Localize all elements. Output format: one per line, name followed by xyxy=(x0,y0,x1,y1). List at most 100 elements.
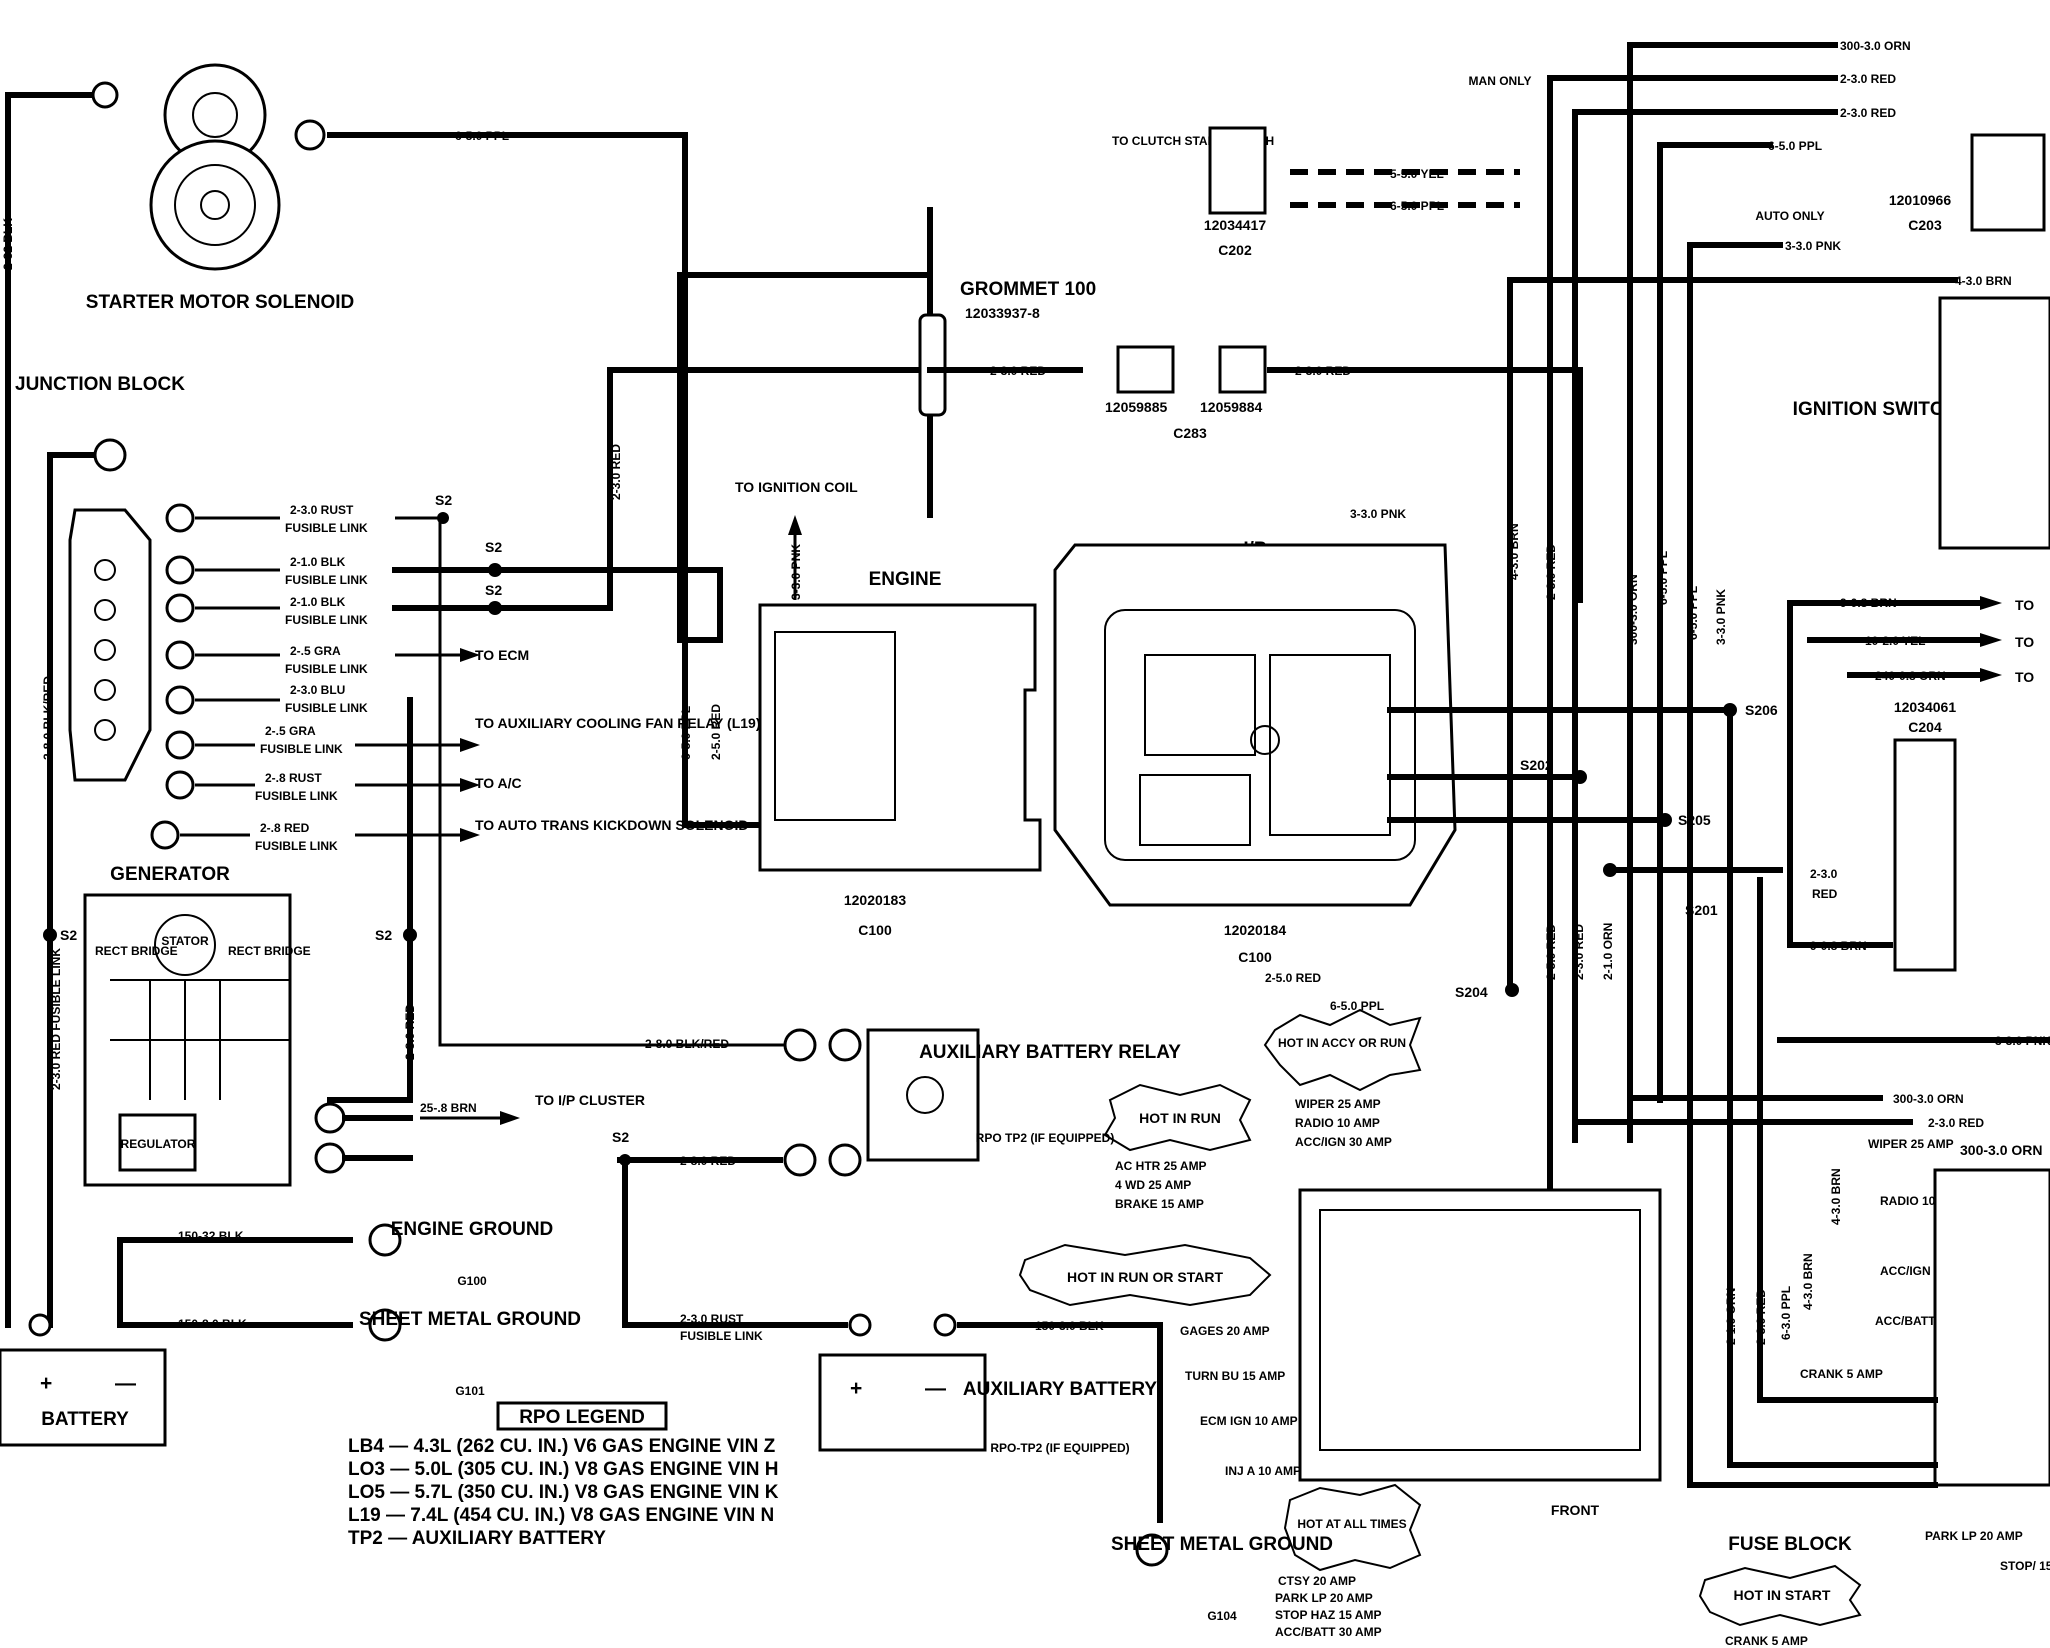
splice-label: S2 xyxy=(375,927,392,943)
connector-c204 xyxy=(1893,738,1957,972)
hot-label: HOT IN RUN xyxy=(1139,1110,1221,1126)
wire-label: 6-5.0 PPL xyxy=(1330,999,1384,1013)
wire-label: 4-3.0 BRN xyxy=(1829,1168,1843,1225)
hot-all-times-burst: HOT AT ALL TIMES xyxy=(1283,1483,1422,1572)
fuse-label: STOP/ 15 AM xyxy=(2000,1559,2050,1573)
destination-label: TO IGNITION COIL xyxy=(735,479,858,495)
svg-text:+: + xyxy=(850,1377,862,1400)
wire-label: 150-8.0 BLK xyxy=(178,1317,247,1331)
wire-label: FUSIBLE LINK xyxy=(285,662,368,676)
ground-id: G101 xyxy=(455,1384,485,1398)
wire-label: 300-3.0 ORN xyxy=(1893,1092,1964,1106)
connector-part: 12020183 xyxy=(844,892,907,908)
wire-label: 2-3.0 BLU xyxy=(290,683,345,697)
svg-text:—: — xyxy=(925,1377,946,1400)
wire-label: 300-3.0 ORN xyxy=(1840,39,1911,53)
splice-label: S202 xyxy=(1520,757,1553,773)
fuse-labels: WIPER 25 AMP RADIO 10 AMP ACC/IGN 30 AMP… xyxy=(1115,1097,2050,1648)
connector-label: C203 xyxy=(1908,217,1942,233)
fuse-block-right xyxy=(1933,1168,2050,1487)
engine-ground-label: ENGINE GROUND xyxy=(391,1219,554,1240)
splice-label: S206 xyxy=(1745,702,1778,718)
splice-label: S2 xyxy=(60,927,77,943)
grommet-label: GROMMET 100 xyxy=(960,279,1096,300)
junction-block xyxy=(68,508,152,782)
fuse-label: WIPER 25 AMP xyxy=(1295,1097,1381,1111)
wire-label: 2-8.0 RED xyxy=(680,1154,736,1168)
wire-label: 9-0.8 BRN xyxy=(1840,596,1897,610)
splice-label: S2 xyxy=(485,582,502,598)
splice-label: S205 xyxy=(1678,812,1711,828)
fuse-label: ACC/IGN 30 AMP xyxy=(1295,1135,1392,1149)
fuse-label: INJ A 10 AMP xyxy=(1225,1464,1301,1478)
connector-label: C202 xyxy=(1218,242,1252,258)
wire-label: 2-1.0 BLK xyxy=(290,555,346,569)
wire-label: FUSIBLE LINK xyxy=(255,839,338,853)
wire-label: 2-8.0 RED xyxy=(403,1004,417,1060)
svg-text:+: + xyxy=(40,1372,52,1395)
hot-label: HOT IN RUN OR START xyxy=(1067,1269,1224,1285)
fuse-label: GAGES 20 AMP xyxy=(1180,1324,1270,1338)
wire-label: 2-8.0 BLK/RED xyxy=(645,1037,729,1051)
wire-label: FUSIBLE LINK xyxy=(285,521,368,535)
wire-label: 2-3.0 RED xyxy=(1572,544,1586,600)
wire-label: 2-3.0 RED xyxy=(1840,106,1896,120)
splice-label: S2 xyxy=(485,539,502,555)
svg-text:—: — xyxy=(115,1372,136,1395)
ground-id: G100 xyxy=(457,1274,487,1288)
rpo-row: LO3 — 5.0L (305 CU. IN.) V8 GAS ENGINE V… xyxy=(348,1459,778,1480)
wire-label: 2-3.0 RED xyxy=(1295,364,1351,378)
wire-label: 300-3.0 ORN xyxy=(1626,574,1640,645)
connector-c100-ip xyxy=(1053,543,1457,907)
fuse-label: 4 WD 25 AMP xyxy=(1115,1178,1191,1192)
wire-label: FUSIBLE LINK xyxy=(285,573,368,587)
fuse-label: STOP HAZ 15 AMP xyxy=(1275,1608,1381,1622)
stator-label: STATOR xyxy=(161,934,209,948)
fuse-label: ACC/BATT 30 AMP xyxy=(1275,1625,1382,1639)
destination-label: TO xyxy=(2015,669,2034,685)
wire-label: 2-3.0 RED xyxy=(1572,924,1586,980)
fuse-label: WIPER 25 AMP xyxy=(1868,1137,1954,1151)
ignition-switch xyxy=(1938,296,2050,550)
sheet-metal-ground-label: SHEET METAL GROUND xyxy=(359,1309,581,1330)
connector-label: C283 xyxy=(1173,425,1207,441)
wire-label: 2-1.0 BLK xyxy=(290,595,346,609)
regulator-label: REGULATOR xyxy=(121,1137,196,1151)
generator: STATOR RECT BRIDGE RECT BRIDGE REGULATOR xyxy=(83,893,311,1187)
connector-label: C100 xyxy=(858,922,892,938)
man-only-label: MAN ONLY xyxy=(1469,74,1532,88)
connector-c283-b xyxy=(1218,345,1267,394)
wire-label: FUSIBLE LINK xyxy=(680,1329,763,1343)
sheet-metal-ground-label: SHEET METAL GROUND xyxy=(1111,1534,1333,1555)
fuse-label: CRANK 5 AMP xyxy=(1725,1634,1808,1648)
starter-label: STARTER MOTOR SOLENOID xyxy=(86,292,354,313)
connector-part: 12010966 xyxy=(1889,192,1952,208)
wire-label: 2-.5 GRA xyxy=(265,724,316,738)
wire-label: 2-3.0 RED FUSIBLE LINK xyxy=(49,948,63,1090)
destination-label: TO I/P CLUSTER xyxy=(535,1092,645,1108)
wire-label: FUSIBLE LINK xyxy=(255,789,338,803)
splice-label: S204 xyxy=(1455,984,1488,1000)
connector-c100-engine xyxy=(758,603,1042,872)
generator-label: GENERATOR xyxy=(110,864,230,885)
wire-label: 4-3.0 BRN xyxy=(1507,523,1521,580)
fusible-links: 2-3.0 RUST FUSIBLE LINK 2-1.0 BLK FUSIBL… xyxy=(150,503,368,853)
wire-label: 6-5.0 PPL xyxy=(455,129,509,143)
splice-label: S2 xyxy=(612,1129,629,1145)
connector-label: C100 xyxy=(1238,949,1272,965)
ignition-switch-label: IGNITION SWITCH xyxy=(1793,399,1958,420)
wire-label: 3-3.0 PNK xyxy=(1714,589,1728,645)
connector-c202 xyxy=(1208,126,1267,215)
wire-label: 2-5.0 RED xyxy=(1265,971,1321,985)
aux-battery-label: AUXILIARY BATTERY xyxy=(963,1379,1158,1400)
connector-part: 12059885 xyxy=(1105,399,1168,415)
fuse-label: RADIO 10 AMP xyxy=(1295,1116,1380,1130)
hot-accy-run-burst: HOT IN ACCY OR RUN xyxy=(1263,1008,1422,1092)
connector-part: 12034061 xyxy=(1894,699,1957,715)
splice-label: S2 xyxy=(435,492,452,508)
hot-label: HOT IN ACCY OR RUN xyxy=(1278,1036,1406,1050)
wire-label: 2-3.0 RED xyxy=(1544,544,1558,600)
wire-label: 2-3.0 RED xyxy=(990,364,1046,378)
fuse-label: CTSY 20 AMP xyxy=(1278,1574,1356,1588)
